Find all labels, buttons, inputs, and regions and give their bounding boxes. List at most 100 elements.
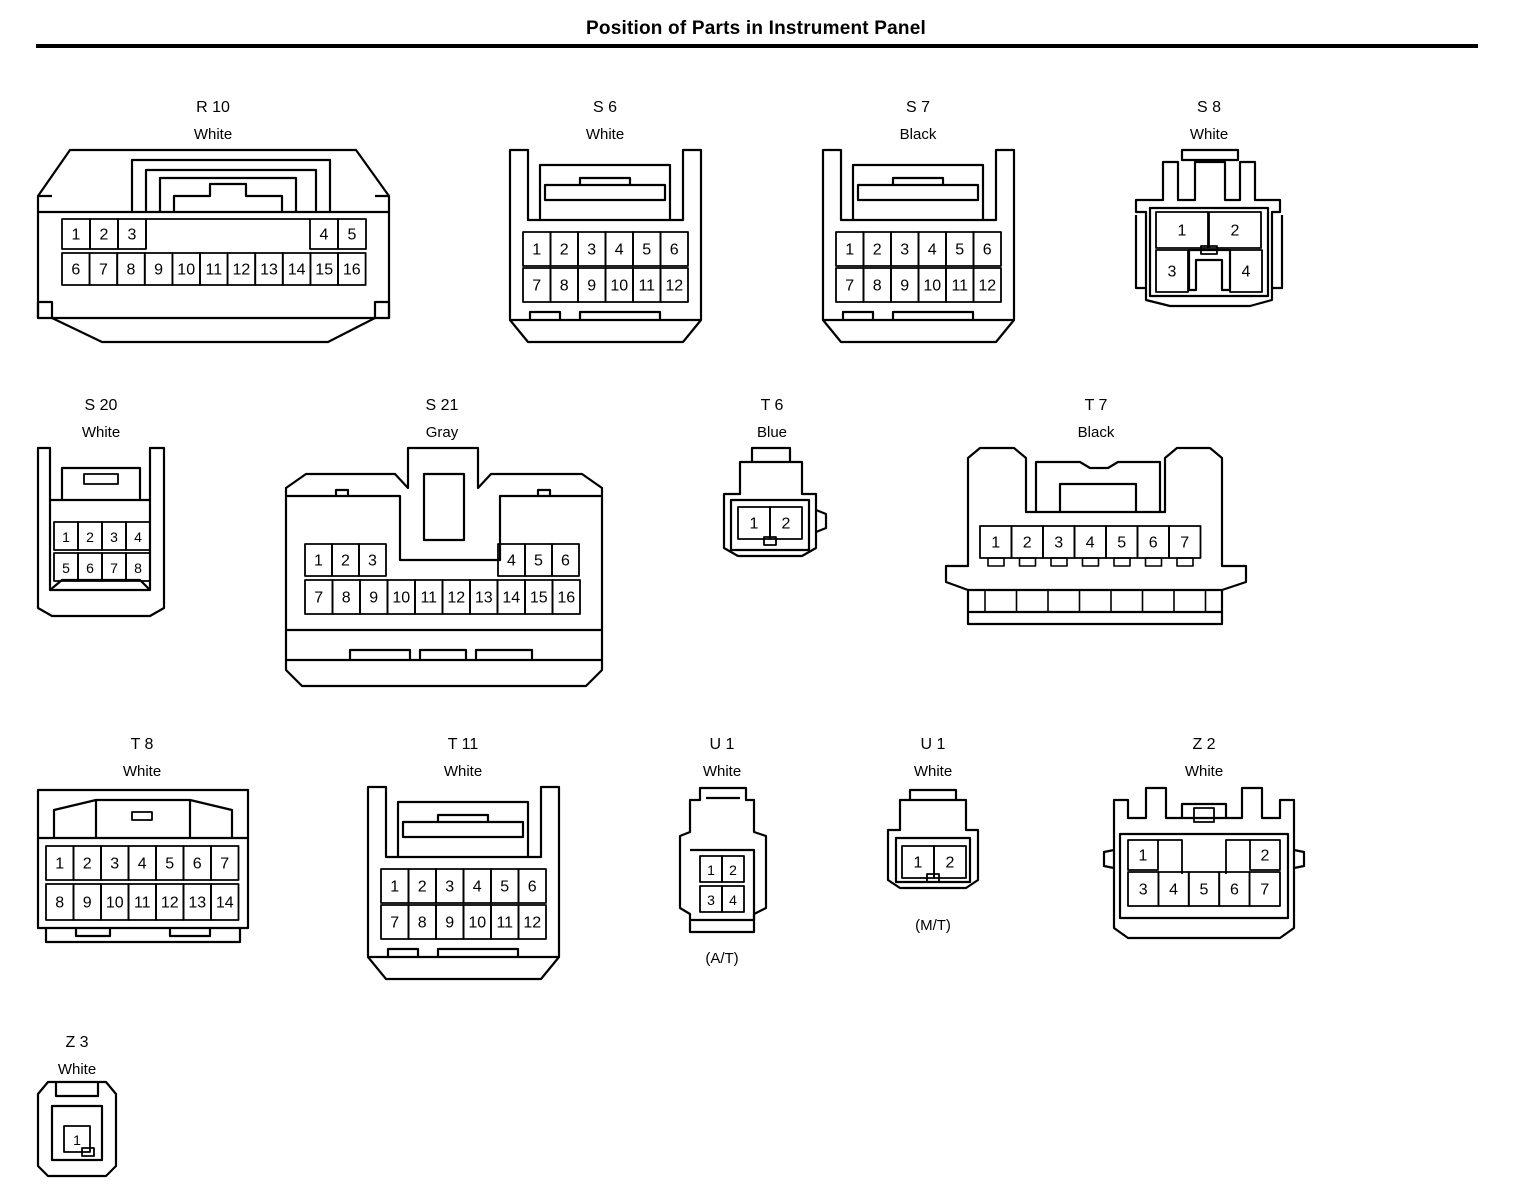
pin-number: 3 — [110, 529, 118, 545]
pin-number: 3 — [110, 856, 119, 873]
pin-number: 6 — [71, 262, 80, 279]
pin-number: 3 — [368, 553, 377, 570]
pin-number: 5 — [62, 560, 70, 576]
pin-number: 10 — [177, 262, 195, 279]
connector-id: T 7 — [1085, 397, 1108, 414]
pin-number: 10 — [392, 590, 410, 607]
pin-number: 4 — [507, 553, 516, 570]
pin-number: 3 — [707, 892, 715, 908]
pin-number: 10 — [610, 278, 628, 295]
pin-number: 4 — [134, 529, 142, 545]
pin-number: 7 — [220, 856, 229, 873]
pin-number: 3 — [445, 879, 454, 896]
pin-number: 5 — [955, 242, 964, 259]
connector-id: T 6 — [761, 397, 784, 414]
pin-number: 12 — [978, 278, 996, 295]
pin-number: 13 — [260, 262, 278, 279]
connector-color: White — [444, 763, 482, 780]
pin-number: 7 — [845, 278, 854, 295]
pin-number: 6 — [561, 553, 570, 570]
pin-number: 12 — [665, 278, 683, 295]
pin-number: 7 — [1260, 882, 1269, 899]
pin-number: 12 — [447, 590, 465, 607]
pin-number: 14 — [216, 895, 234, 912]
pin-number: 5 — [642, 242, 651, 259]
pin-number: 2 — [1023, 535, 1032, 552]
connector-id: S 8 — [1197, 99, 1221, 116]
pin-number: 16 — [343, 262, 361, 279]
pin-number: 9 — [154, 262, 163, 279]
pin-number: 4 — [138, 856, 147, 873]
pin-number: 6 — [193, 856, 202, 873]
pin-number: 12 — [233, 262, 251, 279]
pin-number: 4 — [320, 227, 329, 244]
pin-number: 1 — [62, 529, 70, 545]
pin-number: 7 — [110, 560, 118, 576]
pin-number: 2 — [1261, 848, 1270, 865]
pin-number: 2 — [341, 553, 350, 570]
connector-id: Z 2 — [1192, 736, 1215, 753]
pin-number: 11 — [420, 590, 437, 607]
pin-number: 8 — [134, 560, 142, 576]
pin-number: 14 — [502, 590, 520, 607]
pin-number: 2 — [86, 529, 94, 545]
pin-number: 8 — [342, 590, 351, 607]
pin-number: 9 — [445, 915, 454, 932]
connector-id: S 20 — [85, 397, 118, 414]
connector-color: Black — [1078, 424, 1115, 441]
pin-number: 9 — [83, 895, 92, 912]
pin-number: 4 — [1169, 882, 1178, 899]
pin-number: 15 — [530, 590, 548, 607]
pin-number: 5 — [165, 856, 174, 873]
pin-number: 7 — [390, 915, 399, 932]
connector-id: U 1 — [710, 736, 735, 753]
pin-number: 4 — [615, 242, 624, 259]
pin-number: 6 — [983, 242, 992, 259]
pin-number: 6 — [1230, 882, 1239, 899]
pin-number: 3 — [587, 242, 596, 259]
pin-number: 5 — [500, 879, 509, 896]
pin-number: 1 — [314, 553, 323, 570]
pin-number: 14 — [288, 262, 306, 279]
pin-number: 1 — [707, 862, 715, 878]
pin-number: 3 — [1139, 882, 1148, 899]
pin-number: 8 — [127, 262, 136, 279]
pin-number: 12 — [523, 915, 541, 932]
pin-number: 5 — [1200, 882, 1209, 899]
pin-number: 6 — [1149, 535, 1158, 552]
pin-number: 2 — [560, 242, 569, 259]
connector-color: White — [82, 424, 120, 441]
pin-number: 10 — [468, 915, 486, 932]
connector-color: Gray — [426, 424, 459, 441]
connector-color: White — [58, 1061, 96, 1078]
pin-number: 8 — [418, 915, 427, 932]
pin-number: 1 — [55, 856, 64, 873]
pin-number: 11 — [951, 278, 968, 295]
pin-number: 8 — [873, 278, 882, 295]
connector-color: White — [703, 763, 741, 780]
pin-number: 9 — [587, 278, 596, 295]
pin-number: 11 — [205, 262, 222, 279]
connector-id: T 11 — [448, 736, 479, 753]
pin-number: 10 — [106, 895, 124, 912]
pin-number: 11 — [134, 895, 151, 912]
page-title: Position of Parts in Instrument Panel — [586, 18, 926, 39]
pin-number: 11 — [496, 915, 513, 932]
pin-number: 4 — [1086, 535, 1095, 552]
connector-color: White — [194, 126, 232, 143]
pin-number: 1 — [73, 1132, 81, 1148]
connector-id: Z 3 — [65, 1034, 88, 1051]
pin-number: 6 — [528, 879, 537, 896]
connector-color: White — [123, 763, 161, 780]
pin-number: 7 — [99, 262, 108, 279]
